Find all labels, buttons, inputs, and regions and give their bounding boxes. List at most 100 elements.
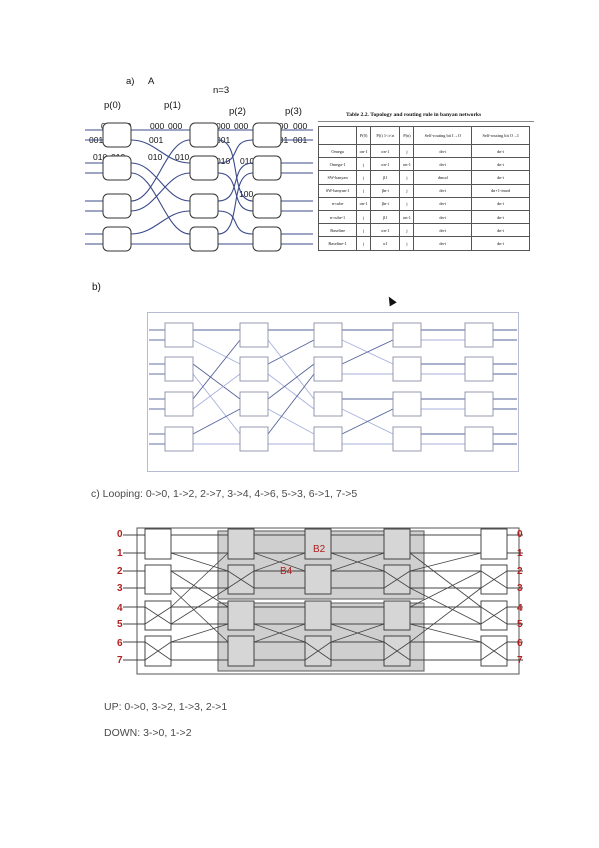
- wire: [170, 552, 229, 608]
- input-port-7: 7: [117, 655, 123, 666]
- switch-box: [464, 391, 494, 417]
- wire: [217, 210, 254, 235]
- table-header: P(n): [399, 126, 415, 145]
- wire: [341, 339, 394, 365]
- table-cell: dn-i: [413, 236, 473, 251]
- switch-cross-line: [144, 641, 172, 661]
- switch-box: [227, 600, 255, 631]
- table-cell: σn-1: [356, 143, 372, 159]
- bit-label: 010: [216, 156, 231, 166]
- table-cell: Omega-1: [317, 157, 358, 172]
- switch-box: [239, 426, 269, 452]
- switch-box: [383, 528, 411, 560]
- table-cell: dn-i: [471, 170, 530, 185]
- switch-box: [102, 122, 132, 148]
- wire: [130, 139, 191, 202]
- wire: [217, 139, 254, 164]
- switch-box: [239, 322, 269, 348]
- wire: [409, 623, 482, 643]
- stage-label-p2: p(2): [229, 106, 246, 117]
- routing-table-title: Table 2.2. Topology and routing rule in …: [346, 112, 482, 118]
- wire: [192, 373, 241, 410]
- table-cell: dn-i: [471, 236, 530, 251]
- table-cell: j: [399, 223, 415, 238]
- table-cell: dn-i: [413, 157, 473, 172]
- wire: [170, 570, 229, 608]
- switch-box: [227, 528, 255, 560]
- table-cell: n-cube-1: [317, 209, 358, 225]
- bit-label: 100: [239, 189, 254, 199]
- table-cell: j: [399, 196, 415, 211]
- table-cell: σn-1: [370, 143, 401, 159]
- diagram-frame: [147, 312, 519, 472]
- table-cell: dmod: [413, 170, 473, 185]
- wire: [267, 373, 315, 435]
- wire: [330, 623, 385, 643]
- wire: [267, 339, 315, 365]
- wire: [341, 408, 394, 435]
- table-cell: Baseline: [317, 223, 358, 238]
- wire: [217, 172, 254, 235]
- wire: [130, 162, 191, 202]
- switch-box: [252, 193, 282, 219]
- table-cell: j: [356, 170, 372, 185]
- switch-cross-line: [480, 641, 508, 661]
- wire: [170, 587, 229, 625]
- table-cell: dn+1-imod: [471, 183, 530, 198]
- wire: [217, 172, 254, 212]
- part-b-network-diagram: [147, 312, 519, 472]
- switch-box: [313, 391, 343, 417]
- table-cell: SW-banyan: [317, 170, 358, 185]
- table-cell: σn-1: [370, 223, 401, 238]
- switch-box: [464, 356, 494, 382]
- switch-box: [313, 356, 343, 382]
- switch-box: [252, 122, 282, 148]
- part-a-letter: A: [148, 76, 155, 87]
- bit-label: 000: [168, 121, 183, 131]
- table-cell: j: [399, 236, 415, 251]
- table-cell: β1: [370, 170, 401, 185]
- part-a-marker: a): [126, 76, 135, 87]
- bit-label: 001: [149, 135, 164, 145]
- bit-label: 000: [216, 121, 231, 131]
- switch-cross-line: [480, 570, 508, 589]
- switch-cross-line: [383, 570, 411, 589]
- wire: [409, 587, 482, 643]
- table-header: P(i) 1<i<n: [370, 126, 401, 145]
- switch-box: [480, 528, 508, 560]
- mouse-cursor-icon: [385, 294, 397, 307]
- table-cell: σn-1: [399, 157, 415, 172]
- wire: [409, 552, 482, 608]
- stage-label-p3: p(3): [285, 106, 302, 117]
- part-a-n-label: n=3: [213, 85, 230, 96]
- switch-box: [252, 155, 282, 181]
- wire: [217, 162, 254, 202]
- bit-label: 010: [240, 156, 255, 166]
- table-cell: dn-i: [413, 196, 473, 211]
- switch-box: [464, 426, 494, 452]
- output-port-4: 4: [517, 603, 523, 614]
- part-a-network-diagram: [85, 122, 313, 252]
- wire: [330, 552, 385, 572]
- table-cell: σn-1: [399, 209, 415, 225]
- table-cell: j: [399, 170, 415, 185]
- input-port-6: 6: [117, 638, 123, 649]
- switch-box: [304, 528, 332, 560]
- wire: [409, 587, 482, 625]
- table-cell: βn-i: [370, 183, 401, 198]
- table-cell: j: [356, 209, 372, 225]
- output-port-3: 3: [517, 583, 523, 594]
- table-cell: dn-i: [471, 209, 530, 225]
- switch-box: [164, 391, 194, 417]
- down-routing-line: DOWN: 3->0, 1->2: [104, 727, 192, 739]
- routing-table: P(0) P(i) 1<i<n P(n) Self-routing bit I→…: [317, 126, 530, 251]
- wire: [267, 339, 315, 400]
- switch-box: [164, 356, 194, 382]
- switch-cross-line: [227, 570, 255, 589]
- table-cell: j: [356, 223, 372, 238]
- bit-label: 010: [175, 152, 190, 162]
- table-cell: Omega: [317, 143, 358, 159]
- table-cell: dn-i: [413, 223, 473, 238]
